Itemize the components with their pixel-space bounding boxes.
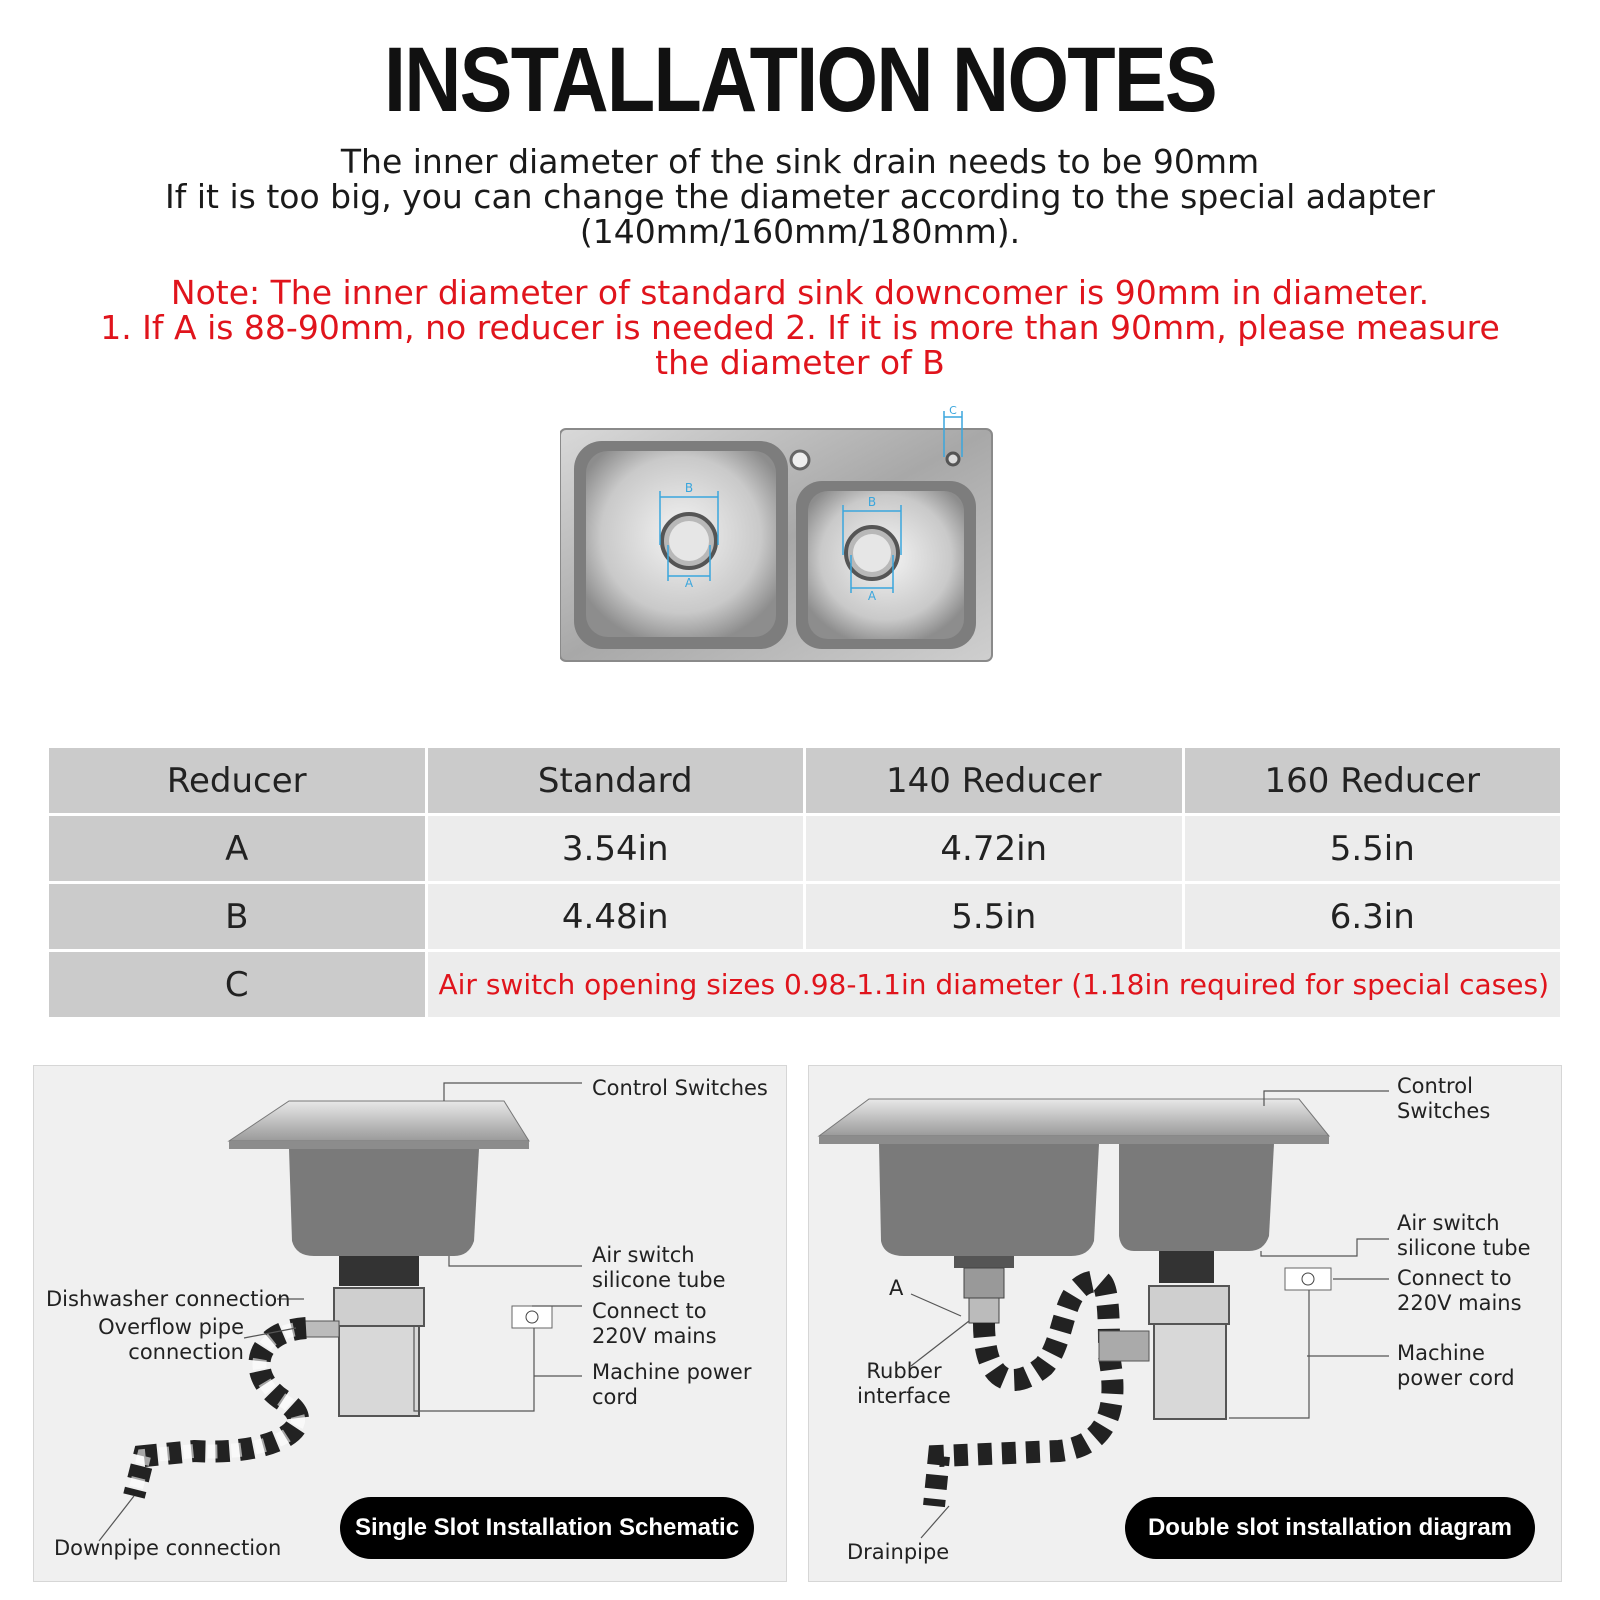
label-air-tube: Air switch silicone tube: [1397, 1211, 1531, 1260]
double-slot-schematic-image: [817, 1090, 1389, 1539]
note-line-3: the diameter of B: [655, 343, 945, 382]
intro-text: The inner diameter of the sink drain nee…: [0, 144, 1600, 249]
table-header-cell: 140 Reducer: [806, 748, 1182, 813]
row-label: B: [49, 884, 425, 949]
table-header-cell: 160 Reducer: [1184, 748, 1560, 813]
label-overflow: Overflow pipe connection: [98, 1315, 244, 1364]
table-row: A 3.54in 4.72in 5.5in: [49, 816, 1560, 881]
label-connect-mains: Connect to 220V mains: [1397, 1266, 1522, 1315]
single-slot-panel: Control Switches Air switch silicone tub…: [33, 1065, 787, 1582]
sink-top-view-image: B A B A C: [560, 405, 993, 662]
table-row: B 4.48in 5.5in 6.3in: [49, 884, 1560, 949]
table-cell: 6.3in: [1184, 884, 1560, 949]
label-connect-mains: Connect to 220V mains: [592, 1299, 717, 1348]
intro-line-2: If it is too big, you can change the dia…: [165, 177, 1435, 216]
intro-line-1: The inner diameter of the sink drain nee…: [340, 142, 1260, 181]
label-control-switches: Control Switches: [1397, 1074, 1491, 1123]
label-power-cord: Machine power cord: [1397, 1341, 1515, 1390]
double-slot-panel: Control Switches Air switch silicone tub…: [808, 1065, 1562, 1582]
label-downpipe: Downpipe connection: [54, 1536, 282, 1560]
table-cell: 3.54in: [427, 816, 803, 881]
intro-line-3: (140mm/160mm/180mm).: [579, 212, 1021, 251]
sink-label-c: C: [949, 405, 957, 417]
single-slot-schematic-image: [98, 1082, 582, 1542]
sink-label-b-left: B: [685, 481, 693, 495]
table-header-cell: Standard: [427, 748, 803, 813]
table-cell: 4.72in: [806, 816, 1182, 881]
label-power-cord: Machine power cord: [592, 1360, 752, 1409]
table-header-row: Reducer Standard 140 Reducer 160 Reducer: [49, 748, 1560, 813]
row-label: C: [49, 952, 425, 1017]
note-line-1: Note: The inner diameter of standard sin…: [170, 273, 1430, 312]
table-cell: 5.5in: [806, 884, 1182, 949]
label-dishwasher: Dishwasher connection: [46, 1287, 291, 1311]
table-cell-air-switch: Air switch opening sizes 0.98-1.1in diam…: [427, 952, 1560, 1017]
label-a: A: [889, 1276, 904, 1300]
note-text: Note: The inner diameter of standard sin…: [0, 275, 1600, 380]
table-row: C Air switch opening sizes 0.98-1.1in di…: [49, 952, 1560, 1017]
label-rubber-interface: Rubber interface: [857, 1359, 951, 1408]
label-control-switches: Control Switches: [592, 1076, 768, 1100]
sink-label-a-right: A: [868, 589, 877, 603]
label-drainpipe: Drainpipe: [847, 1540, 950, 1564]
note-line-2: 1. If A is 88-90mm, no reducer is needed…: [100, 308, 1500, 347]
row-label: A: [49, 816, 425, 881]
single-slot-caption: Single Slot Installation Schematic: [340, 1497, 754, 1559]
table-cell: 4.48in: [427, 884, 803, 949]
sink-label-b-right: B: [868, 495, 876, 509]
table-header-cell: Reducer: [49, 748, 425, 813]
page-title: INSTALLATION NOTES: [384, 29, 1218, 131]
double-slot-caption: Double slot installation diagram: [1125, 1497, 1535, 1559]
table-cell: 5.5in: [1184, 816, 1560, 881]
sink-label-a-left: A: [685, 576, 694, 590]
reducer-table: Reducer Standard 140 Reducer 160 Reducer…: [46, 745, 1563, 1020]
label-air-tube: Air switch silicone tube: [592, 1243, 726, 1292]
